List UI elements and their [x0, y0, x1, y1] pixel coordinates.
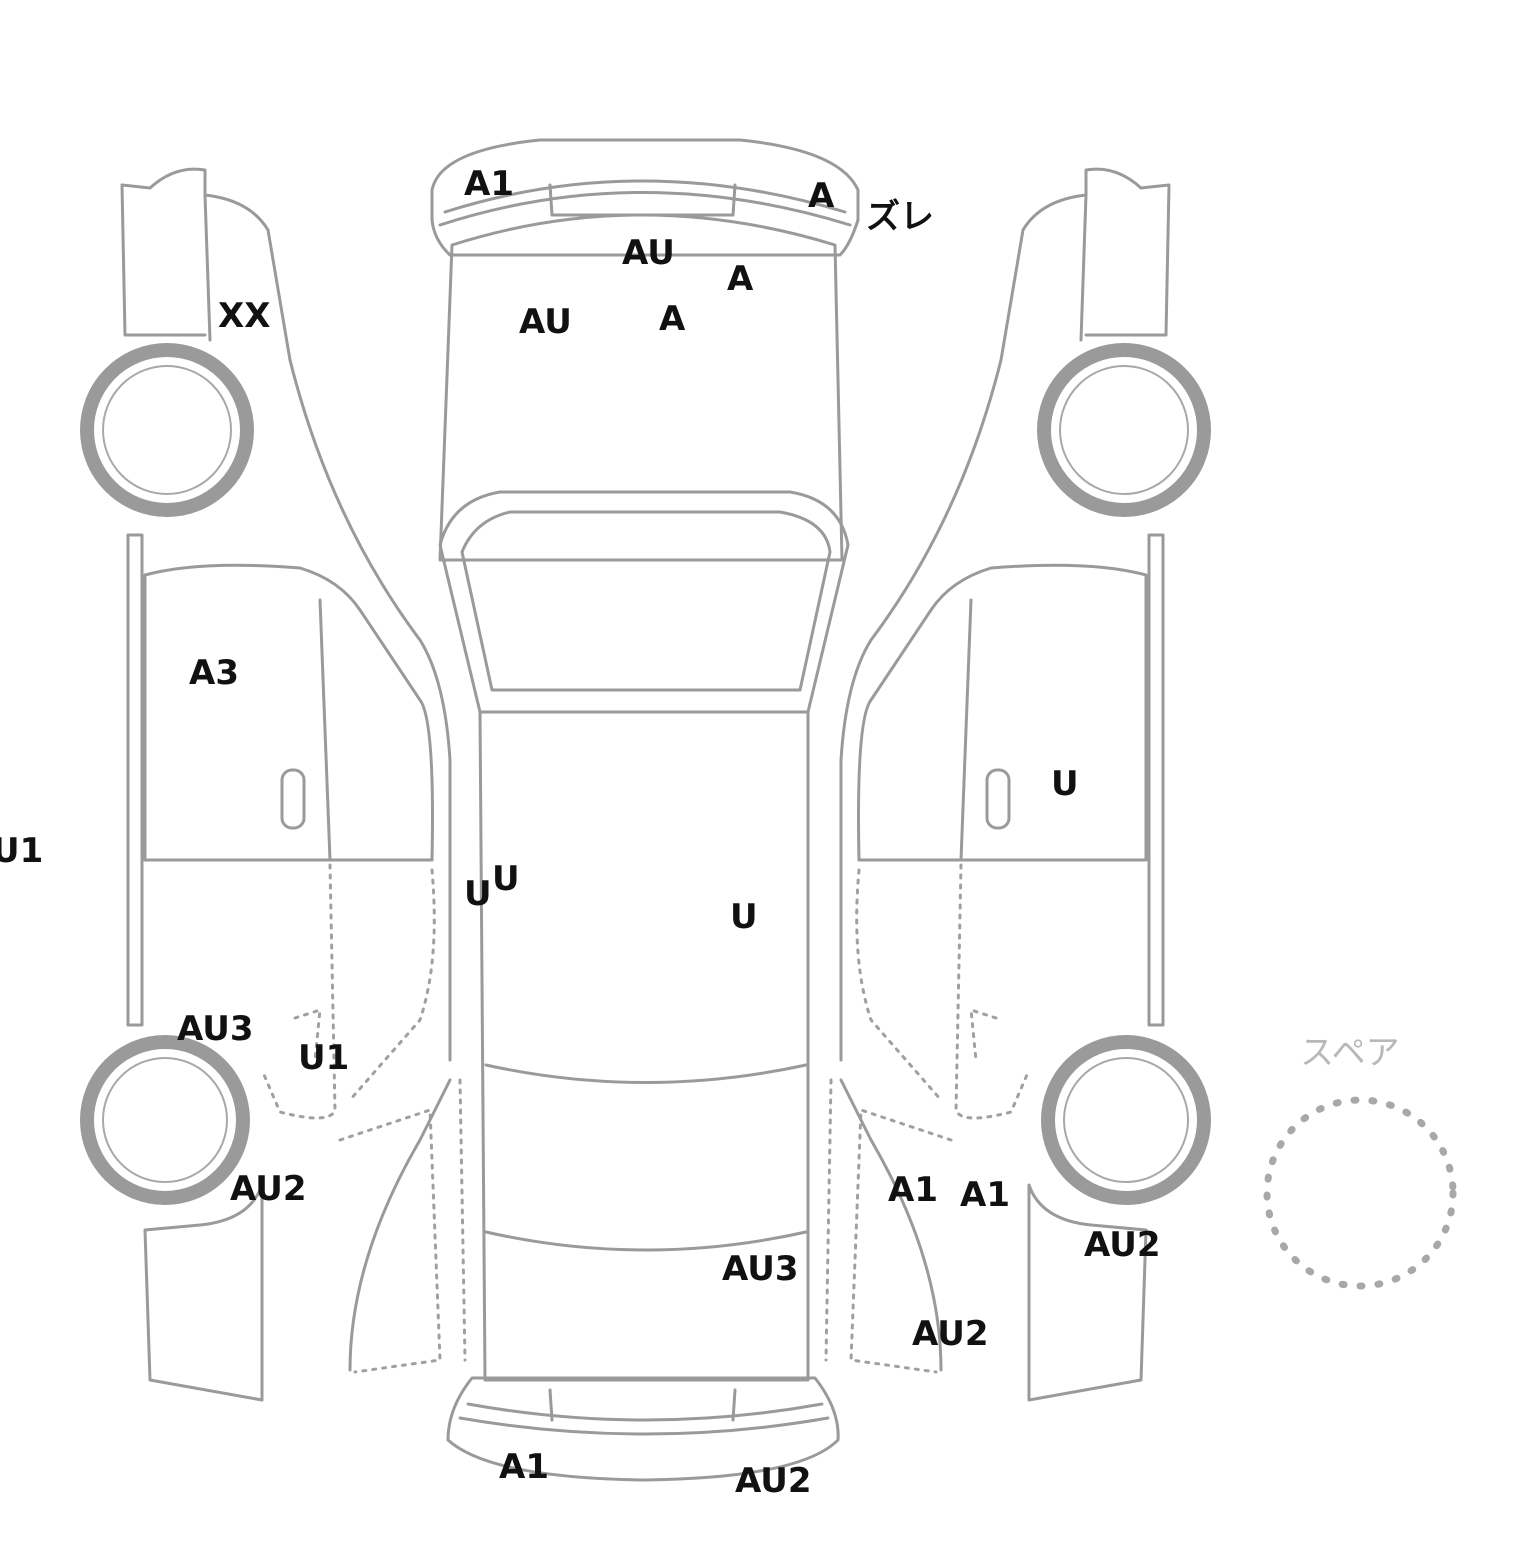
- mark-front-bumper-right: A: [808, 176, 835, 216]
- mark-left-rear-door: U1: [298, 1038, 349, 1078]
- mark-roof: U: [730, 897, 758, 937]
- car-top-view: [430, 138, 860, 1482]
- car-right-side-view: [824, 167, 1211, 1402]
- mark-left-front-fender: XX: [218, 296, 270, 336]
- mark-left-rear-arch: AU3: [177, 1009, 254, 1049]
- mark-left-rocker-1: U: [464, 874, 492, 914]
- mark-right-front-door: U: [1051, 764, 1079, 804]
- mark-left-rocker-2: U: [492, 859, 520, 899]
- mark-trunk: AU3: [722, 1249, 799, 1289]
- hood-outline: [438, 213, 844, 562]
- mark-left-front-door: A3: [189, 653, 239, 693]
- roof-outline: [478, 710, 810, 1382]
- front-bumper-outline: [430, 138, 860, 257]
- mark-right-rear-1: A1: [888, 1170, 938, 1210]
- left-front-fender-outline: [120, 167, 452, 1062]
- mark-hood-1: AU: [622, 233, 675, 273]
- spare-tire-outline: [1263, 1096, 1457, 1290]
- mark-front-bumper-left: A1: [464, 164, 514, 204]
- mark-left-rear-quarter: AU2: [230, 1169, 307, 1209]
- mark-rear-bumper-right: AU2: [735, 1461, 812, 1501]
- rear-bumper-outline: [446, 1376, 840, 1482]
- mark-left-edge: U1: [0, 831, 43, 871]
- left-rear-wheel: [80, 1035, 250, 1205]
- windshield-outline: [438, 490, 850, 714]
- mark-right-rear-2: A1: [960, 1175, 1010, 1215]
- car-left-side-view: [80, 167, 467, 1402]
- mark-hood-3: AU: [519, 302, 572, 342]
- mark-right-rear-quarter: AU2: [1084, 1225, 1161, 1265]
- mark-hood-2: A: [727, 259, 754, 299]
- spare-label: スペア: [1300, 1033, 1400, 1073]
- left-rear-quarter-outline: [143, 1183, 264, 1402]
- damage-marks: A1 A ズレ AU A AU A XX A3 U1 U U U U AU3 U…: [0, 164, 1161, 1501]
- mark-rear-bumper-left: A1: [499, 1447, 549, 1487]
- left-front-door-outline: [143, 563, 434, 862]
- spare-tire: スペア: [1263, 1033, 1457, 1290]
- left-front-wheel: [80, 343, 254, 517]
- mark-right-rear-lower: AU2: [912, 1314, 989, 1354]
- mark-hood-4: A: [659, 299, 686, 339]
- mark-front-bumper-gap: ズレ: [866, 197, 934, 237]
